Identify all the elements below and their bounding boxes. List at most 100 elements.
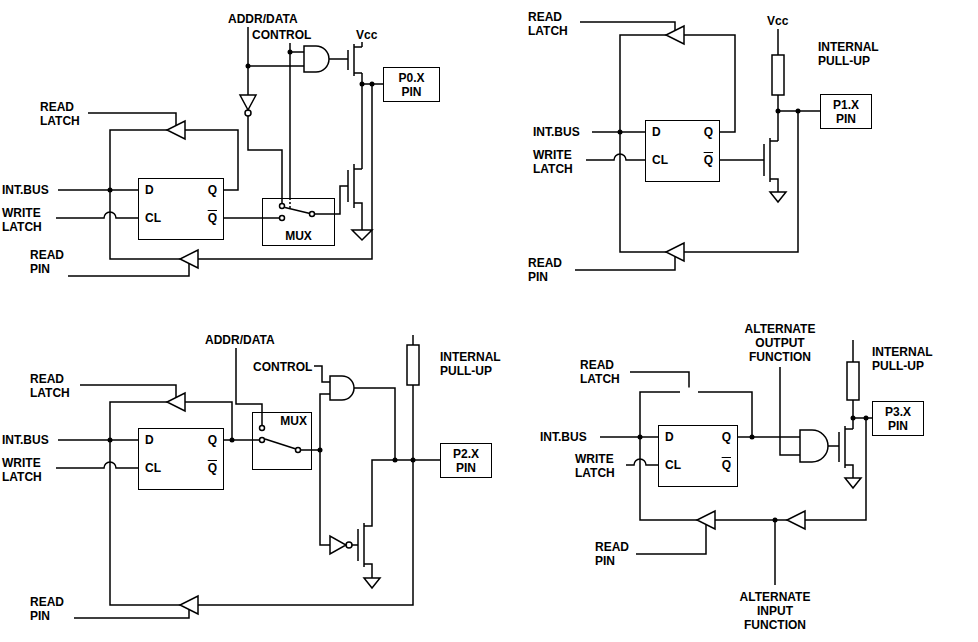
port2-wires-stroke <box>252 439 260 441</box>
port1-wires-stroke <box>777 29 779 55</box>
signal-label: INT.BUS <box>2 433 49 447</box>
signal-label: INTERNAL PULL-UP <box>440 350 515 378</box>
latch-terminal: CL <box>145 211 161 225</box>
port3-wires-stroke <box>787 511 805 529</box>
signal-label: Vcc <box>767 14 788 28</box>
port2-wires-stroke <box>320 450 330 545</box>
port1-wires-stroke <box>575 257 675 271</box>
port3-wires-stroke <box>845 478 861 488</box>
port2-wires-stroke <box>357 529 359 561</box>
signal-label: READ LATCH <box>580 358 620 386</box>
port0-wires-stroke <box>245 110 251 116</box>
pin-label: P0.X PIN <box>398 71 424 99</box>
port0-wires-stroke <box>280 204 285 209</box>
port0-wires-stroke <box>167 121 185 139</box>
latch-terminal: Q <box>208 183 217 197</box>
port3-wires-stroke <box>845 465 853 478</box>
port1-junctions-stroke <box>618 130 623 135</box>
port1-wires-stroke <box>620 132 666 252</box>
port1-wires-stroke <box>580 22 675 31</box>
port3-wires-stroke <box>853 417 872 419</box>
port2-junctions-stroke <box>411 458 416 463</box>
port1-wires-stroke <box>620 35 666 132</box>
port1-wires-stroke <box>720 159 764 161</box>
port3-junctions-stroke <box>864 416 869 421</box>
port0-junctions-stroke <box>360 82 365 87</box>
latch-terminal: D <box>145 433 154 447</box>
wire <box>224 440 252 441</box>
port0-wires-stroke <box>310 212 315 217</box>
latch-terminal: CL <box>145 461 161 475</box>
port2-junctions-stroke <box>393 458 398 463</box>
port3-wires-stroke <box>845 428 853 430</box>
port3-wires-stroke <box>774 520 776 585</box>
latch-terminal: Q <box>208 211 217 225</box>
signal-label: INTERNAL PULL-UP <box>818 40 893 68</box>
port0-wires-stroke <box>289 43 291 198</box>
port2-wires-stroke <box>110 440 180 605</box>
signal-label: READ PIN <box>595 540 629 568</box>
wire-segment <box>224 217 262 219</box>
port1-wires-stroke <box>772 55 784 95</box>
port0-wires-stroke <box>185 130 238 190</box>
port2-wires-stroke <box>364 460 440 526</box>
latch-terminal: D <box>652 125 661 139</box>
port3-wires-stroke <box>847 362 859 400</box>
signal-label: READ LATCH <box>30 372 70 400</box>
mux-box: MUX <box>252 412 312 470</box>
signal-label: INT.BUS <box>533 125 580 139</box>
port2-wires <box>56 335 440 618</box>
signal-label: READ PIN <box>30 248 64 276</box>
signal-label: WRITE LATCH <box>575 452 615 480</box>
latch-terminal: D <box>145 183 154 197</box>
port3-junctions-stroke <box>638 435 643 440</box>
port1-junctions-stroke <box>776 109 781 114</box>
signal-label: ALTERNATE OUTPUT FUNCTION <box>745 322 816 364</box>
latch-terminal: Q <box>722 430 731 444</box>
port1-wires-stroke <box>769 138 771 182</box>
pin-box: P1.X PIN <box>820 94 872 129</box>
port0-wires-stroke <box>335 186 348 214</box>
port2-wires-stroke <box>180 596 198 614</box>
port1-wires-stroke <box>586 154 645 160</box>
port0-wires-stroke <box>361 73 363 169</box>
latch-terminal: D <box>665 430 674 444</box>
port2-wires-stroke <box>80 385 176 398</box>
port0-wires-stroke <box>361 42 363 47</box>
port2-wires-stroke <box>354 388 395 460</box>
signal-label: Vcc <box>356 28 377 42</box>
latch-terminal: Q <box>208 433 217 447</box>
port0-wires-stroke <box>180 250 198 268</box>
signal-label: READ PIN <box>30 595 64 623</box>
port3-wires-stroke <box>640 392 680 437</box>
pin-label: P1.X PIN <box>833 98 859 126</box>
port2-wires-stroke <box>58 439 138 441</box>
signal-label: READ LATCH <box>40 100 80 128</box>
port1-wires-stroke <box>763 144 765 176</box>
port3-wires-stroke <box>805 418 866 520</box>
port2-wires-stroke <box>412 335 414 345</box>
signal-label: ADDR/DATA <box>228 12 298 26</box>
port0-wires-stroke <box>198 84 372 259</box>
port0-wires-stroke <box>354 72 362 74</box>
port1-wires-stroke <box>770 192 786 202</box>
port2-wires-stroke <box>296 448 301 453</box>
latch-terminal: Q <box>704 153 713 167</box>
latch-terminal: CL <box>652 153 668 167</box>
port1-wires-stroke <box>777 95 779 141</box>
port0-wires-stroke <box>56 212 138 218</box>
pin-box: P2.X PIN <box>440 443 492 478</box>
signal-label: INT.BUS <box>540 430 587 444</box>
port2-junctions-stroke <box>318 448 323 453</box>
signal-label: CONTROL <box>253 360 312 374</box>
port0-wires-stroke <box>354 168 362 170</box>
port3-wires-stroke <box>800 430 828 462</box>
port0-junctions-stroke <box>288 50 293 55</box>
pin-label: P3.X PIN <box>885 405 911 433</box>
latch-box: DQCLQ <box>658 425 738 487</box>
port0-wires <box>56 27 383 276</box>
port3-junctions-stroke <box>773 518 778 523</box>
latch-box: DQCLQ <box>645 120 720 182</box>
